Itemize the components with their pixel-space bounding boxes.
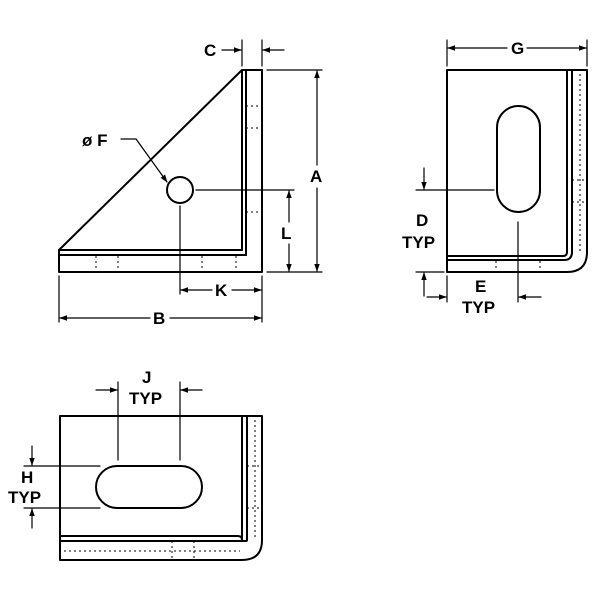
front-view-outline	[446, 69, 588, 273]
label-b: B	[153, 309, 165, 328]
label-j: J	[142, 368, 151, 387]
bottom-view-outline	[59, 415, 263, 561]
label-e-typ: TYP	[462, 298, 495, 317]
label-c: C	[204, 41, 216, 60]
label-j-typ: TYP	[129, 389, 162, 408]
front-view-bend	[446, 251, 568, 257]
hole-circle	[166, 176, 194, 204]
label-d: D	[416, 211, 428, 230]
label-l: L	[281, 224, 291, 243]
front-view-bend-inner	[446, 251, 573, 261]
label-f: ø F	[82, 131, 108, 150]
front-view-slot	[496, 105, 541, 213]
hole-leader	[120, 138, 168, 183]
label-g: G	[511, 39, 524, 58]
label-a: A	[310, 167, 322, 186]
label-h-typ: TYP	[8, 488, 41, 507]
bottom-view-slot	[95, 465, 203, 509]
bottom-view-bend	[59, 535, 243, 541]
side-view-outline	[58, 69, 263, 273]
label-d-typ: TYP	[402, 233, 435, 252]
label-k: K	[215, 281, 228, 300]
bottom-view-bend-inner	[59, 539, 248, 542]
bottom-view: J TYP H TYP	[8, 368, 263, 561]
front-view: G D TYP E TYP	[402, 39, 588, 317]
label-h: H	[21, 468, 33, 487]
label-e: E	[475, 277, 486, 296]
side-view: ø F C A L K B	[58, 39, 323, 328]
